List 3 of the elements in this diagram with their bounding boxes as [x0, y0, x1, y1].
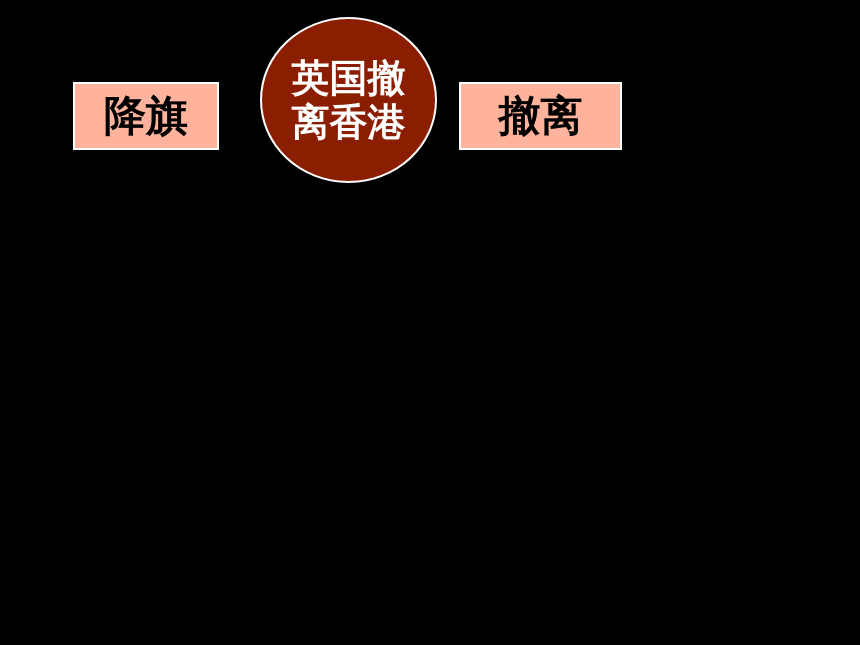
label-box: 降旗	[73, 82, 219, 150]
topic-circle: 英国撤离香港	[260, 17, 437, 183]
label-box: 撤离	[459, 82, 622, 150]
